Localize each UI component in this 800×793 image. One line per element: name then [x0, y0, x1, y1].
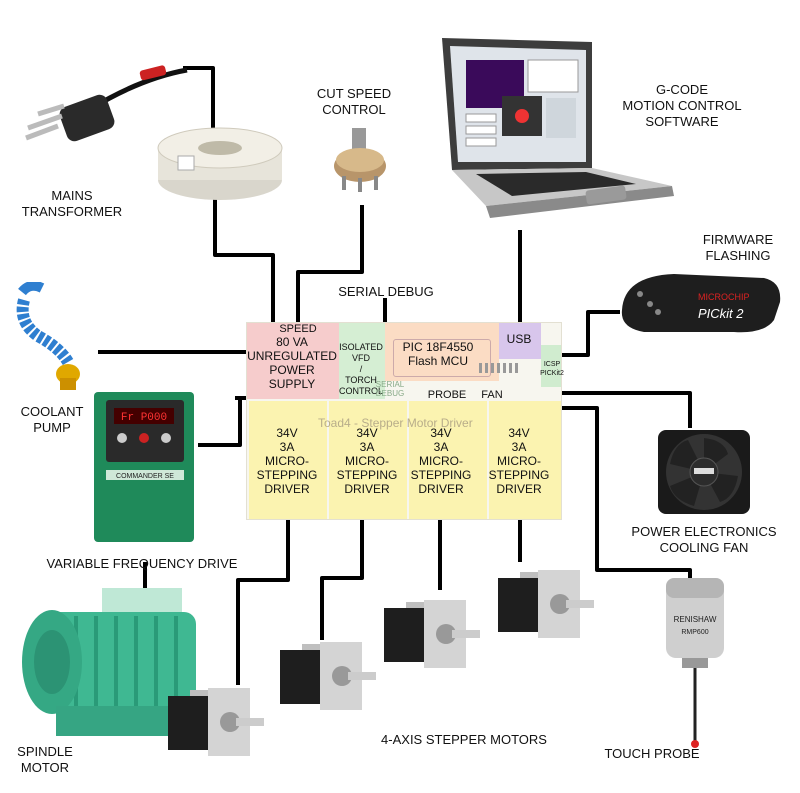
vfd-drive-icon: Fr P000 COMMANDER SE	[94, 392, 194, 542]
spindle-motor-icon	[22, 588, 206, 736]
pickit-name: PICkit 2	[698, 306, 744, 321]
stepper-motor-1-icon	[168, 688, 264, 756]
usb-zone	[499, 323, 541, 359]
usb-label: USB	[506, 332, 532, 346]
wire-spindle-stepper	[236, 505, 290, 685]
isolated-zone	[339, 323, 385, 399]
touch-probe-icon: RENISHAW RMP600	[666, 578, 724, 748]
transformer-icon	[157, 127, 283, 200]
potentiometer-icon	[334, 128, 386, 192]
mcu-chip	[393, 339, 491, 377]
driver-zone-1	[249, 401, 327, 519]
vfd-label: VARIABLE FREQUENCY DRIVE	[46, 556, 238, 571]
icsp-zone	[541, 345, 561, 387]
wire-pickit-icsp	[548, 310, 620, 357]
stepper-motor-4-icon	[498, 570, 594, 638]
wire-mains-transformer	[183, 66, 215, 150]
wire-cut-speed	[296, 205, 364, 333]
wire-vfd-drop	[198, 398, 242, 447]
driver-zone-3	[409, 401, 487, 519]
speed-label: SPEED	[279, 323, 317, 335]
header-pins	[479, 363, 519, 373]
pickit-programmer-icon: MICROCHIP PICkit 2	[621, 274, 781, 333]
driver-board	[246, 322, 562, 520]
driver-zone-2	[329, 401, 407, 519]
laptop-icon	[442, 38, 674, 218]
wire-transformer-power	[213, 193, 275, 333]
mains-plug-icon	[25, 65, 188, 142]
wire-stepper-2	[320, 505, 364, 640]
stepper-motors-label: 4-AXIS STEPPER MOTORS	[381, 732, 547, 747]
vfd-display: Fr P000	[121, 412, 167, 424]
serial-debug-label: SERIAL DEBUG	[338, 284, 434, 299]
touch-probe-label: TOUCH PROBE	[604, 746, 700, 761]
pickit-brand: MICROCHIP	[698, 292, 750, 302]
driver-zone-4	[489, 401, 561, 519]
power-supply-zone	[247, 323, 339, 399]
vfd-brand: COMMANDER SE	[116, 473, 174, 480]
stepper-motor-2-icon	[280, 642, 376, 710]
coolant-pump-icon	[16, 282, 80, 390]
probe-port-label: PROBE	[427, 389, 467, 401]
board-silkscreen: Toad4 - Stepper Motor Driver	[318, 416, 473, 430]
fan-port-label: FAN	[481, 389, 503, 401]
cooling-fan-icon	[658, 430, 750, 514]
wire-probe	[557, 406, 692, 582]
probe-brand: RENISHAW	[674, 615, 717, 624]
stepper-motor-3-icon	[384, 600, 480, 668]
probe-model: RMP600	[681, 629, 708, 636]
